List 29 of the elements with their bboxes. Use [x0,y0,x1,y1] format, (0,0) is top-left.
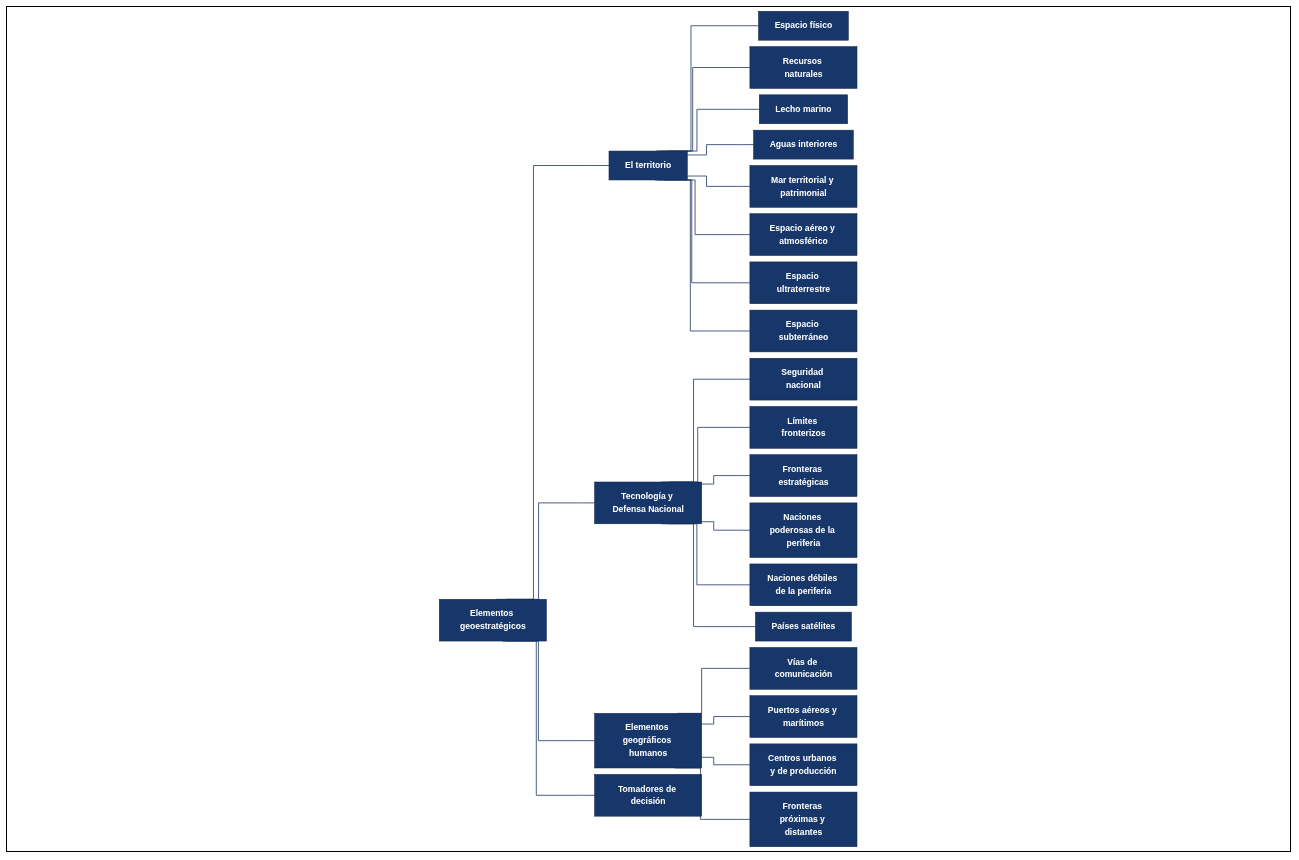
node-box: Fronteras próximas y distantes [750,791,858,847]
connector [701,521,751,531]
node-box: Espacio aéreo y atmosférico [750,213,858,256]
node-box: Espacio físico [758,11,849,41]
node-box: Límites fronterizos [750,406,858,449]
connector [701,475,751,485]
node-box: Elementos geoestratégicos [439,599,547,642]
node-box: Centros urbanos y de producción [750,743,858,786]
node-box: Elementos geográficos humanos [594,713,703,769]
node-box: Naciones débiles de la periferia [750,563,858,606]
node-box: Mar territorial y patrimonial [750,165,858,208]
node-box: Fronteras estratégicas [750,454,858,497]
node-box: Tomadores de decisión [594,774,703,817]
node-box: Espacio subterráneo [750,309,858,353]
node-box: Vías de comunicación [750,647,858,690]
connector [687,144,755,156]
connector [701,756,751,766]
node-box: Seguridad nacional [750,358,858,401]
connector [701,716,751,725]
node-box: Tecnología y Defensa Nacional [594,481,703,525]
node-box: Naciones poderosas de la periferia [750,502,858,558]
node-box: Aguas interiores [753,129,854,160]
node-box: Lecho marino [759,94,849,124]
node-box: Países satélites [755,611,853,642]
node-box: El territorio [609,150,688,181]
node-box: Espacio ultraterrestre [750,261,858,304]
node-box: Recursos naturales [750,46,858,89]
node-box: Puertos aéreos y marítimos [750,695,858,738]
connector [687,175,751,187]
